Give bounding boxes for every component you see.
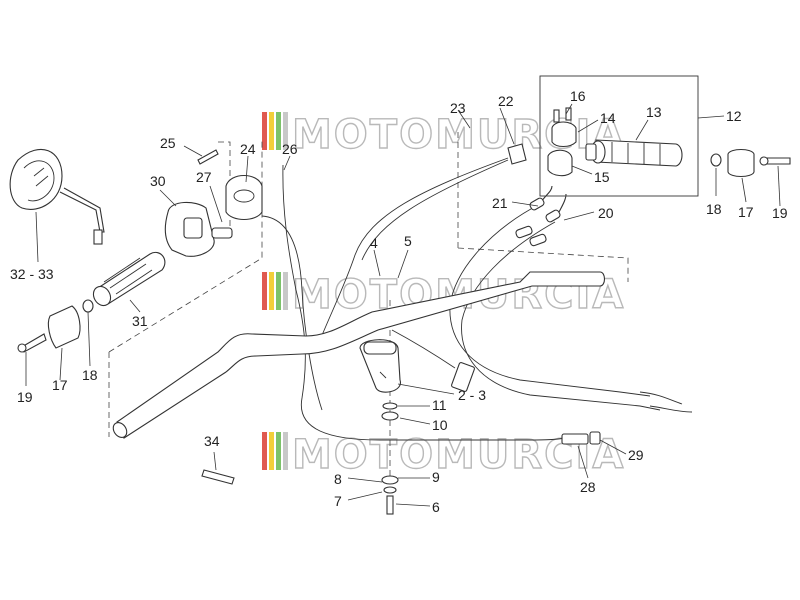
mirror	[9, 148, 105, 245]
watermark-stripe-green	[276, 112, 281, 150]
part-label-28: 28	[580, 479, 596, 495]
cable-tie	[201, 469, 235, 485]
part-label-19-left: 19	[17, 389, 33, 405]
lever-perch	[225, 174, 263, 221]
part-label-27: 27	[196, 169, 212, 185]
cable-ends	[507, 143, 567, 247]
part-label-20: 20	[598, 205, 614, 221]
watermark-stripe-grey	[283, 432, 288, 470]
right-bar-end	[710, 148, 791, 178]
handlebar-clamp	[359, 339, 401, 393]
part-label-17-right: 17	[738, 204, 754, 220]
part-label-10: 10	[432, 417, 448, 433]
part-label-34: 34	[204, 433, 220, 449]
connector	[451, 362, 475, 392]
watermark-stripe-grey	[283, 112, 288, 150]
part-label-26: 26	[282, 141, 298, 157]
watermark-stripe-yellow	[269, 112, 274, 150]
part-label-31: 31	[132, 313, 148, 329]
part-label-18-right: 18	[706, 201, 722, 217]
part-label-25: 25	[160, 135, 176, 151]
part-label-11: 11	[432, 397, 447, 413]
part-label-24: 24	[240, 141, 256, 157]
fastener-stack	[381, 402, 399, 515]
left-switch	[164, 201, 233, 257]
part-label-7: 7	[334, 493, 342, 509]
leader-lines	[25, 103, 781, 507]
part-label-23: 23	[450, 100, 466, 116]
part-label-2-3: 2 - 3	[458, 387, 486, 403]
part-label-8: 8	[334, 471, 342, 487]
part-label-17-left: 17	[52, 377, 68, 393]
watermark-stripe-red	[262, 112, 267, 150]
throttle-housing	[547, 107, 577, 177]
part-label-30: 30	[150, 173, 166, 189]
part-label-32-33: 32 - 33	[10, 266, 54, 282]
part-labels: 22 23 16 14 13 12 15 25 24 26 30 27 21 2…	[10, 88, 788, 515]
part-label-21: 21	[492, 195, 508, 211]
part-label-19-right: 19	[772, 205, 788, 221]
part-label-15: 15	[594, 169, 610, 185]
watermark-stripe-green	[276, 432, 281, 470]
watermark-stripe-grey	[283, 272, 288, 310]
watermark-stripe-red	[262, 272, 267, 310]
part-label-9: 9	[432, 469, 440, 485]
part-label-22: 22	[498, 93, 514, 109]
part-label-29: 29	[628, 447, 644, 463]
throttle-grip	[585, 139, 683, 167]
handlebar	[112, 271, 606, 439]
left-grip	[92, 252, 166, 307]
part-label-6: 6	[432, 499, 440, 515]
watermark-stripe-green	[276, 272, 281, 310]
part-label-14: 14	[600, 110, 616, 126]
watermark-stripe-red	[262, 432, 267, 470]
cables	[261, 157, 693, 441]
part-label-13: 13	[646, 104, 662, 120]
cable-adjuster	[561, 431, 601, 445]
screw-25	[197, 149, 219, 165]
part-label-12: 12	[726, 108, 742, 124]
part-label-5: 5	[404, 233, 412, 249]
part-label-16: 16	[570, 88, 586, 104]
part-label-4: 4	[370, 235, 378, 251]
watermark-stripe-yellow	[269, 432, 274, 470]
throttle-assembly-box	[539, 75, 699, 197]
watermark-stripe-yellow	[269, 272, 274, 310]
part-label-18-left: 18	[82, 367, 98, 383]
left-bar-end	[17, 299, 94, 353]
